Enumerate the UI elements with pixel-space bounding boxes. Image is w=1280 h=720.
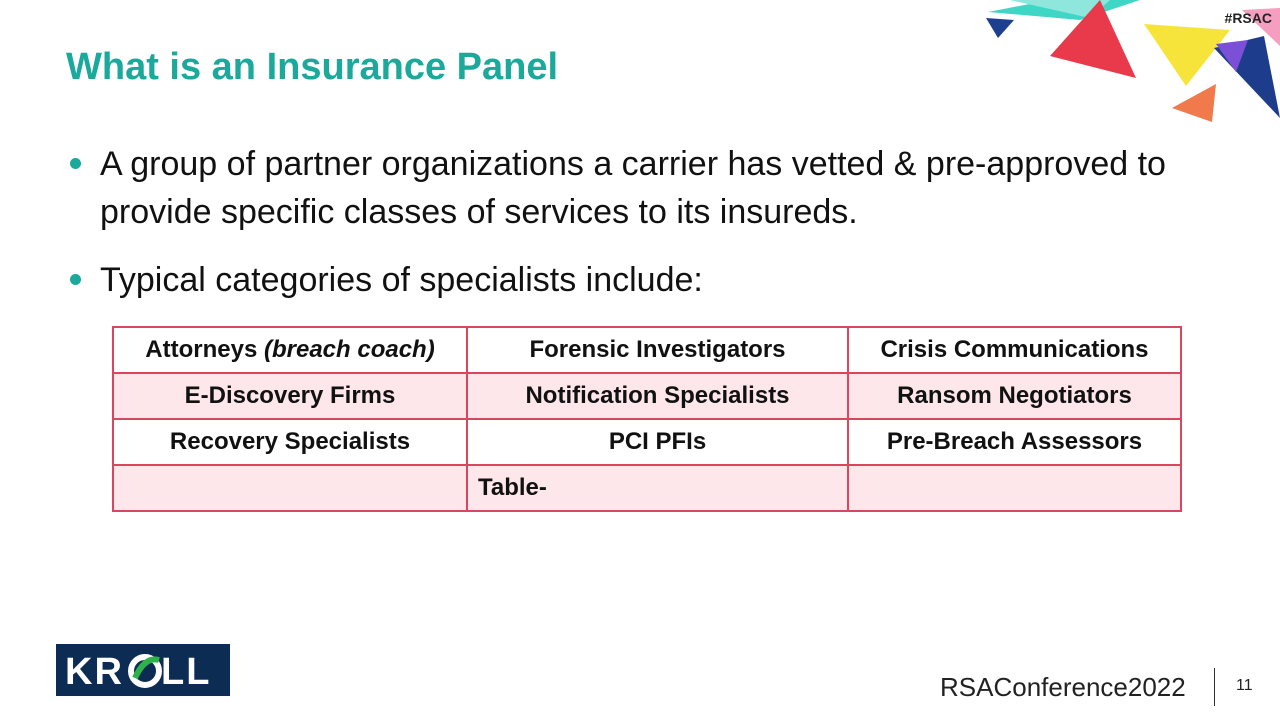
table-cell: Attorneys (breach coach)	[112, 326, 468, 374]
hashtag-label: #RSAC	[1224, 10, 1272, 26]
decorative-triangles	[986, 0, 1280, 122]
specialists-table: Attorneys (breach coach) Forensic Invest…	[112, 326, 1182, 512]
table-cell: Notification Specialists	[466, 372, 849, 420]
triangle-purple-shape	[1216, 40, 1248, 72]
table-row: Recovery Specialists PCI PFIs Pre-Breach…	[112, 418, 1182, 466]
triangle-navy-small-shape	[986, 18, 1014, 38]
kroll-logo: KR LL	[56, 644, 230, 696]
cell-italic-text: (breach coach)	[263, 336, 435, 363]
table-cell	[847, 464, 1182, 512]
bullet-text: A group of partner organizations a carri…	[100, 145, 1166, 231]
bullet-text: Typical categories of specialists includ…	[100, 261, 703, 299]
svg-text:LL: LL	[161, 651, 211, 692]
svg-text:KR: KR	[65, 651, 124, 692]
triangle-yellow-shape	[1144, 24, 1230, 86]
kroll-logo-mark: KR LL	[65, 651, 211, 692]
triangle-cyan2-shape	[1010, 0, 1110, 18]
table-row: Table-	[112, 464, 1182, 512]
bullet-list: A group of partner organizations a carri…	[66, 140, 1206, 324]
triangle-orange-shape	[1172, 84, 1216, 122]
rsa-conference-brand: RSAConference2022	[940, 672, 1186, 702]
table-cell	[112, 464, 468, 512]
table-cell: E-Discovery Firms	[112, 372, 468, 420]
triangle-pink-shape	[1242, 8, 1280, 46]
triangle-red-shape	[1050, 0, 1136, 78]
bullet-item: Typical categories of specialists includ…	[66, 256, 1206, 304]
table-cell: PCI PFIs	[466, 418, 849, 466]
table-cell: Ransom Negotiators	[847, 372, 1182, 420]
table-row: Attorneys (breach coach) Forensic Invest…	[112, 326, 1182, 374]
table-cell: Table-	[466, 464, 849, 512]
table-cell: Recovery Specialists	[112, 418, 468, 466]
table-cell: Forensic Investigators	[466, 326, 849, 374]
cell-text: Attorneys	[145, 336, 258, 363]
bullet-dot-icon	[70, 274, 81, 285]
bullet-dot-icon	[70, 158, 81, 169]
bullet-item: A group of partner organizations a carri…	[66, 140, 1206, 236]
table-cell: Pre-Breach Assessors	[847, 418, 1182, 466]
table-row: E-Discovery Firms Notification Specialis…	[112, 372, 1182, 420]
table-cell: Crisis Communications	[847, 326, 1182, 374]
slide-title: What is an Insurance Panel	[66, 46, 559, 88]
page-number: 11	[1236, 677, 1253, 694]
footer-divider	[1214, 668, 1215, 706]
